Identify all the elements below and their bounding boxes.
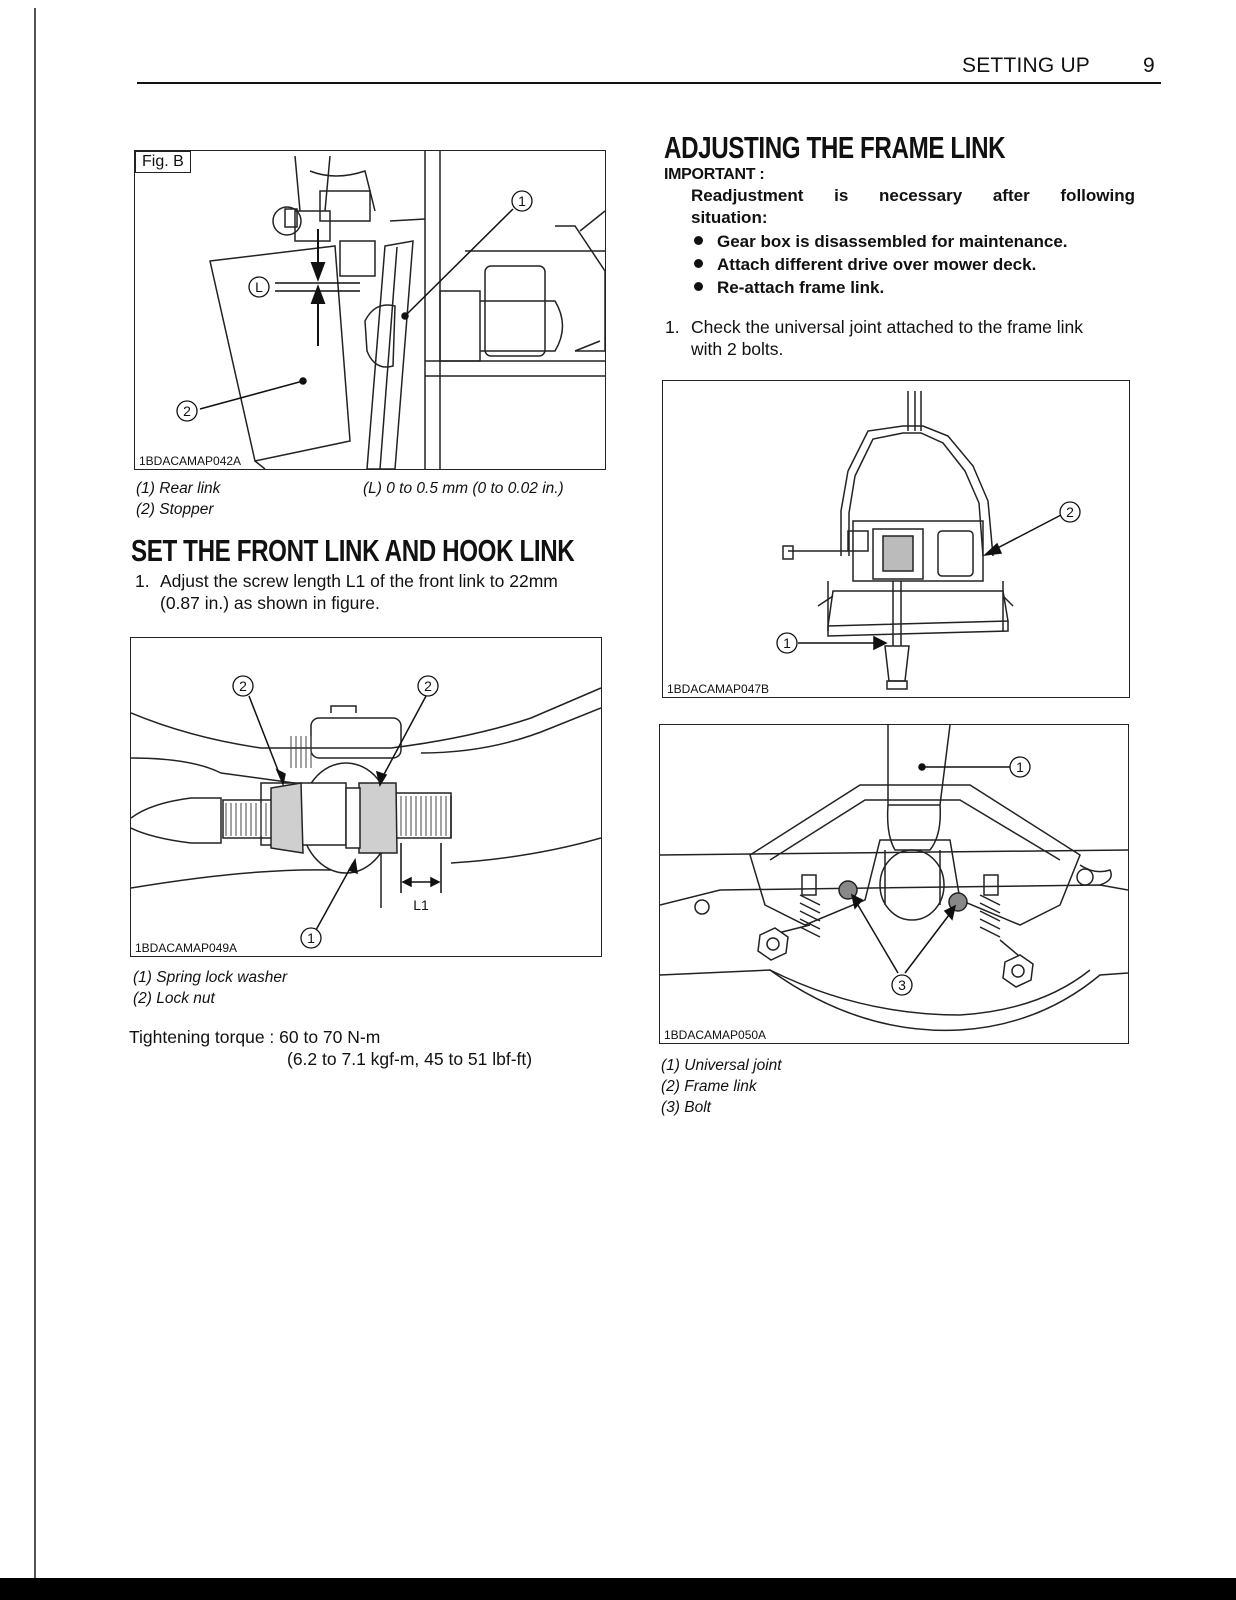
frame-link-caption-3: (3) Bolt bbox=[661, 1099, 711, 1116]
frame-link-step-number: 1. bbox=[665, 317, 680, 337]
bullet-icon bbox=[694, 236, 703, 245]
torque-spec-line-1: Tightening torque : 60 to 70 N-m bbox=[129, 1027, 381, 1047]
mower-frame-illustration: 2 1 bbox=[776, 391, 1081, 690]
torque-spec-line-2: (6.2 to 7.1 kgf-m, 45 to 51 lbf-ft) bbox=[287, 1049, 533, 1069]
frame-link-step-line-1: Check the universal joint attached to th… bbox=[691, 317, 1084, 337]
rear-link-illustration: 1 2 L bbox=[176, 151, 605, 469]
bullet-icon bbox=[694, 282, 703, 291]
universal-joint-illustration: 1 3 bbox=[660, 725, 1128, 1032]
figure-label: Fig. B bbox=[135, 151, 191, 173]
frame-link-figure-bottom: 1 3 1BDACAMAP050A bbox=[659, 724, 1129, 1044]
callout-l: L bbox=[255, 279, 263, 295]
bullet-text: Gear box is disassembled for maintenance… bbox=[717, 232, 1068, 251]
front-link-caption-1: (1) Spring lock washer bbox=[133, 969, 288, 986]
fig-b-caption-1: (1) Rear link bbox=[136, 480, 221, 497]
callout-1: 1 bbox=[783, 635, 791, 651]
front-link-illustration: 2 2 1 L1 bbox=[131, 675, 601, 949]
frame-link-figure-top: 2 1 1BDACAMAP047B bbox=[662, 380, 1130, 698]
callout-1: 1 bbox=[1016, 759, 1024, 775]
important-text-line-1: Readjustment is necessary after followin… bbox=[691, 186, 1135, 206]
frame-link-section-title: ADJUSTING THE FRAME LINK bbox=[664, 130, 1006, 165]
bullet-text: Re-attach frame link. bbox=[717, 278, 885, 297]
frame-link-caption-2: (2) Frame link bbox=[661, 1078, 757, 1095]
front-link-step-line-2: (0.87 in.) as shown in figure. bbox=[160, 593, 380, 613]
front-link-figure: 2 2 1 L1 1BDACAMAP049A bbox=[130, 637, 602, 957]
bullet-text: Attach different drive over mower deck. bbox=[717, 255, 1037, 274]
important-label: IMPORTANT : bbox=[664, 166, 765, 183]
front-link-step-line-1: Adjust the screw length L1 of the front … bbox=[160, 571, 558, 591]
front-link-caption-2: (2) Lock nut bbox=[133, 990, 215, 1007]
callout-2a: 2 bbox=[239, 678, 247, 694]
figure-code: 1BDACAMAP042A bbox=[137, 454, 244, 468]
callout-1: 1 bbox=[518, 193, 526, 209]
binding-edge bbox=[34, 8, 36, 1578]
fig-b-caption-2: (2) Stopper bbox=[136, 501, 214, 518]
important-text-line-2: situation: bbox=[691, 208, 768, 227]
callout-3: 3 bbox=[898, 977, 906, 993]
important-bullet-list: Gear box is disassembled for maintenance… bbox=[694, 230, 1068, 299]
bullet-item: Gear box is disassembled for maintenance… bbox=[694, 230, 1068, 253]
bottom-scan-edge bbox=[0, 1578, 1236, 1600]
frame-link-caption-1: (1) Universal joint bbox=[661, 1057, 782, 1074]
callout-1: 1 bbox=[307, 930, 315, 946]
callout-2: 2 bbox=[183, 403, 191, 419]
frame-link-step-line-2: with 2 bolts. bbox=[691, 339, 784, 359]
front-link-section-title: SET THE FRONT LINK AND HOOK LINK bbox=[131, 533, 575, 568]
bullet-item: Attach different drive over mower deck. bbox=[694, 253, 1068, 276]
running-header-section: SETTING UP bbox=[962, 54, 1091, 77]
bullet-item: Re-attach frame link. bbox=[694, 276, 1068, 299]
front-link-step-number: 1. bbox=[135, 571, 150, 591]
callout-2: 2 bbox=[1066, 504, 1074, 520]
figure-code: 1BDACAMAP047B bbox=[665, 682, 772, 696]
callout-2b: 2 bbox=[424, 678, 432, 694]
page-number: 9 bbox=[1143, 54, 1155, 77]
header-rule bbox=[137, 82, 1161, 84]
figure-code: 1BDACAMAP049A bbox=[133, 941, 240, 955]
fig-b-caption-l: (L) 0 to 0.5 mm (0 to 0.02 in.) bbox=[363, 480, 564, 497]
dimension-label-l1: L1 bbox=[413, 897, 429, 913]
bullet-icon bbox=[694, 259, 703, 268]
important-text-1: Readjustment is necessary after followin… bbox=[691, 186, 1135, 205]
figure-b: Fig. B bbox=[134, 150, 606, 470]
figure-code: 1BDACAMAP050A bbox=[662, 1028, 769, 1042]
